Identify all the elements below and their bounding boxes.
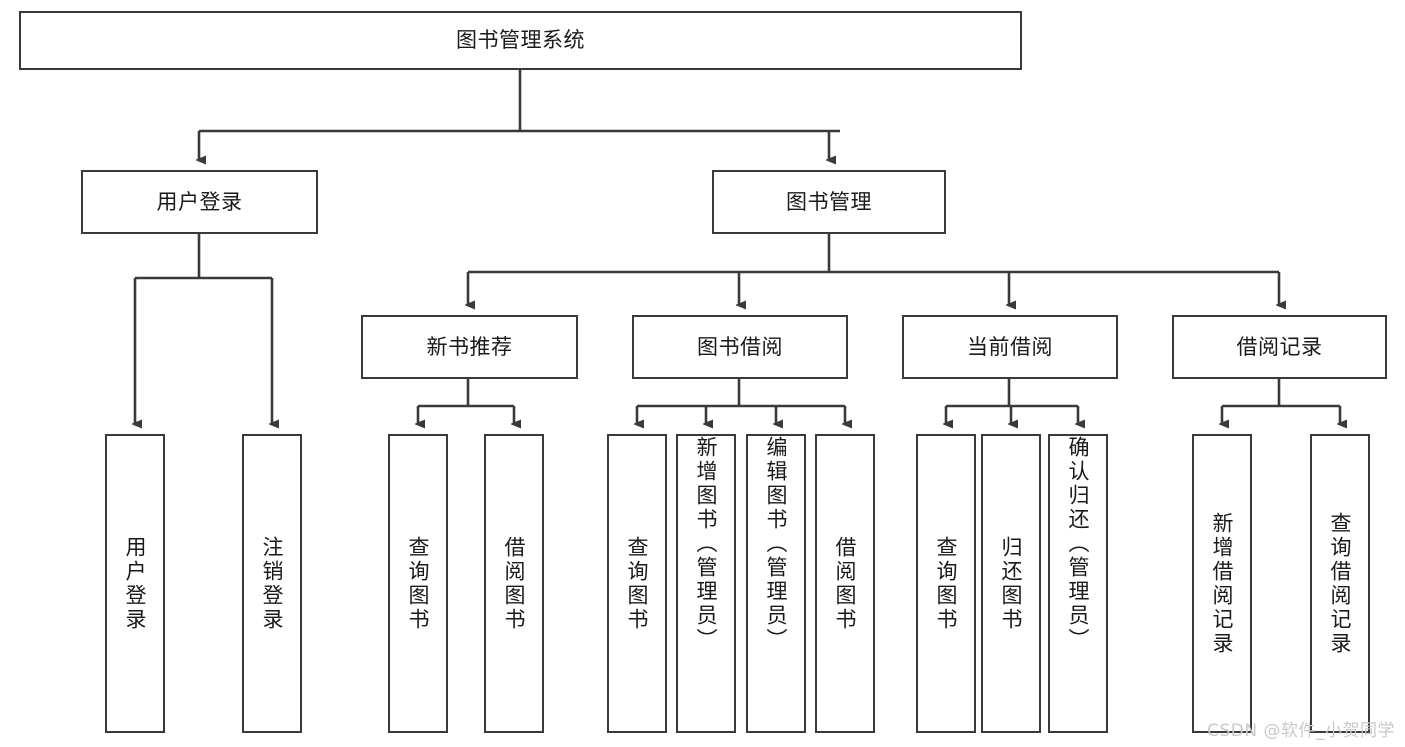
- node-root-label: 图书管理系统: [456, 28, 585, 53]
- node-leaf-query-book-1-label: 查询图书: [406, 535, 431, 632]
- node-leaf-user-login-label: 用户登录: [123, 535, 148, 632]
- node-leaf-add-record[interactable]: 新增借阅记录: [1192, 434, 1252, 733]
- node-leaf-edit-book-label: 编辑图书（管理员）: [764, 436, 789, 652]
- node-leaf-query-record[interactable]: 查询借阅记录: [1310, 434, 1370, 733]
- node-leaf-user-login[interactable]: 用户登录: [105, 434, 165, 733]
- node-user-login-label: 用户登录: [156, 189, 243, 214]
- node-leaf-query-record-label: 查询借阅记录: [1328, 511, 1353, 656]
- node-leaf-add-book[interactable]: 新增图书（管理员）: [676, 434, 736, 733]
- node-leaf-query-book-2-label: 查询图书: [625, 535, 650, 632]
- node-leaf-confirm-return[interactable]: 确认归还（管理员）: [1048, 434, 1108, 733]
- node-leaf-query-book-1[interactable]: 查询图书: [388, 434, 448, 733]
- node-leaf-logout-login-label: 注销登录: [260, 535, 285, 632]
- node-leaf-borrow-book-1[interactable]: 借阅图书: [484, 434, 544, 733]
- node-leaf-borrow-book-1-label: 借阅图书: [502, 535, 527, 632]
- node-book-manage[interactable]: 图书管理: [712, 170, 946, 234]
- node-borrow-record-label: 借阅记录: [1236, 334, 1323, 359]
- node-leaf-query-book-2[interactable]: 查询图书: [607, 434, 667, 733]
- node-book-borrow[interactable]: 图书借阅: [632, 315, 848, 379]
- node-leaf-return-book-label: 归还图书: [999, 535, 1024, 632]
- node-leaf-return-book[interactable]: 归还图书: [981, 434, 1041, 733]
- node-root[interactable]: 图书管理系统: [19, 11, 1022, 70]
- node-current-borrow[interactable]: 当前借阅: [902, 315, 1118, 379]
- node-leaf-add-record-label: 新增借阅记录: [1210, 511, 1235, 656]
- node-book-manage-label: 图书管理: [786, 189, 872, 214]
- node-current-borrow-label: 当前借阅: [967, 334, 1053, 359]
- node-leaf-add-book-label: 新增图书（管理员）: [694, 436, 719, 652]
- node-leaf-edit-book[interactable]: 编辑图书（管理员）: [746, 434, 806, 733]
- node-leaf-query-book-3[interactable]: 查询图书: [916, 434, 976, 733]
- node-leaf-confirm-return-label: 确认归还（管理员）: [1066, 436, 1091, 652]
- node-new-book-recommend[interactable]: 新书推荐: [361, 315, 578, 379]
- node-user-login[interactable]: 用户登录: [81, 170, 318, 234]
- node-leaf-borrow-book-2-label: 借阅图书: [833, 535, 858, 632]
- node-new-book-recommend-label: 新书推荐: [426, 334, 513, 359]
- node-book-borrow-label: 图书借阅: [697, 334, 783, 359]
- watermark-text: CSDN @软件_小贺同学: [1207, 721, 1395, 741]
- node-borrow-record[interactable]: 借阅记录: [1172, 315, 1387, 379]
- node-leaf-query-book-3-label: 查询图书: [934, 535, 959, 632]
- node-leaf-borrow-book-2[interactable]: 借阅图书: [815, 434, 875, 733]
- node-leaf-logout-login[interactable]: 注销登录: [242, 434, 302, 733]
